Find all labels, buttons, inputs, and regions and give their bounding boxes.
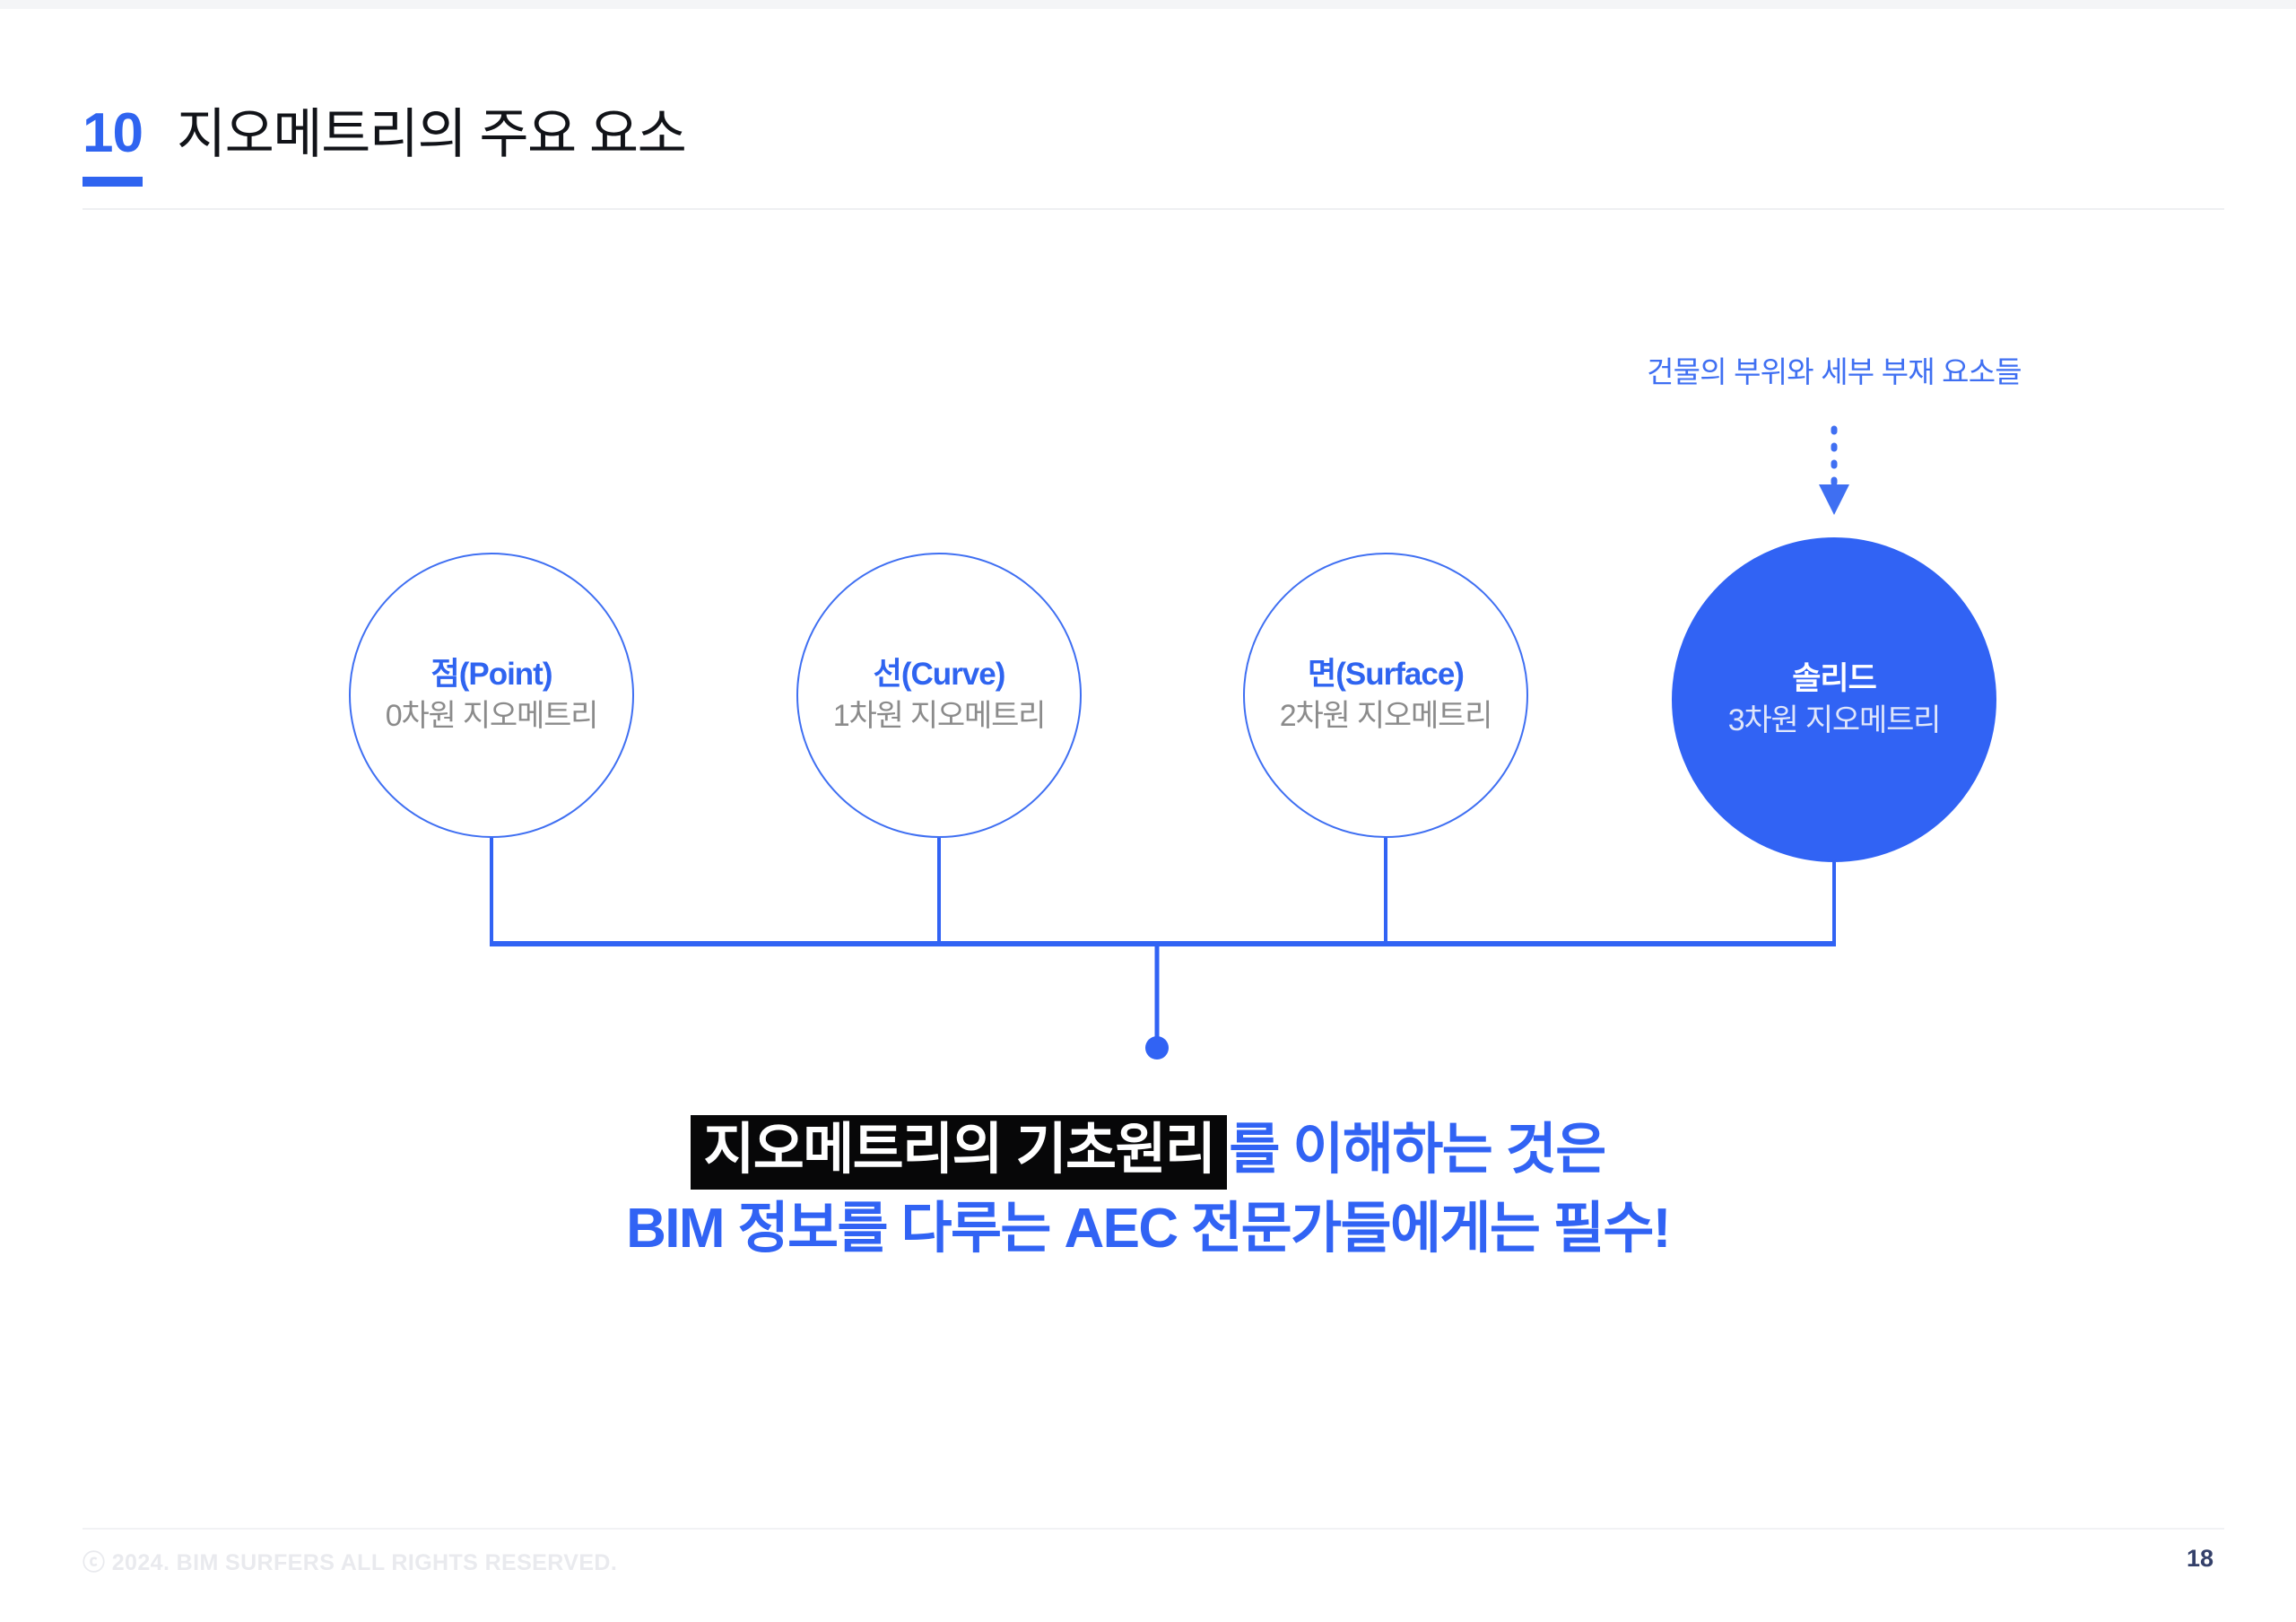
footer-copyright: ⓒ 2024. BIM SURFERS ALL RIGHTS RESERVED. [83, 1550, 618, 1575]
statement-highlight: 지오메트리의 기초원리 [691, 1115, 1228, 1190]
node-surface-title: 면(Surface) [1308, 657, 1465, 693]
statement-line-1-rest: 를 이해하는 것은 [1229, 1119, 1606, 1181]
node-point-subtitle: 0차원 지오메트리 [385, 698, 599, 733]
node-point-title: 점(Point) [430, 657, 553, 693]
connector-end-dot [1145, 1036, 1169, 1060]
node-solid-subtitle: 3차원 지오메트리 [1727, 702, 1942, 737]
node-solid-title: 솔리드 [1792, 661, 1877, 697]
node-surface-subtitle: 2차원 지오메트리 [1279, 698, 1493, 733]
slide-number-block: 10 [83, 102, 144, 187]
slide-number-underline [83, 177, 143, 187]
annotation-arrow-icon [1819, 425, 1849, 515]
slide-number: 10 [83, 102, 144, 164]
slide-header: 10 지오메트리의 주요 요소 [83, 102, 687, 187]
diagram-annotation: 건물의 부위와 세부 부재 요소들 [1647, 355, 2022, 388]
node-curve-subtitle: 1차원 지오메트리 [832, 698, 1047, 733]
node-curve[interactable]: 선(Curve) 1차원 지오메트리 [796, 553, 1082, 838]
footer-divider [83, 1528, 2224, 1530]
top-gutter [0, 0, 2296, 9]
node-surface[interactable]: 면(Surface) 2차원 지오메트리 [1243, 553, 1528, 838]
node-point[interactable]: 점(Point) 0차원 지오메트리 [349, 553, 634, 838]
node-solid[interactable]: 솔리드 3차원 지오메트리 [1672, 537, 1996, 862]
footer-page-number: 18 [2186, 1545, 2213, 1572]
header-divider [83, 208, 2224, 210]
page-title: 지오메트리의 주요 요소 [176, 104, 687, 164]
node-curve-title: 선(Curve) [873, 657, 1006, 693]
statement-line-2: BIM 정보를 다루는 AEC 전문가들에게는 필수! [626, 1198, 1671, 1260]
